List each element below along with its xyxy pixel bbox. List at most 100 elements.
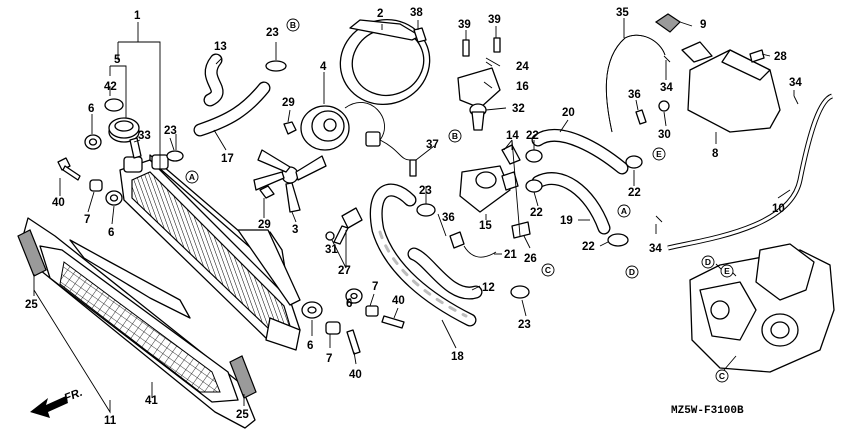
- hose-clamp-23d: [510, 285, 530, 299]
- reserve-tank-hose-35: [605, 34, 666, 133]
- svg-text:C: C: [545, 265, 551, 275]
- front-arrow-label: FR.: [63, 387, 85, 405]
- callout-16: 16: [516, 81, 529, 93]
- callout-22-c: 22: [582, 241, 595, 253]
- hose-clamp-23a: [265, 60, 287, 72]
- callout-34-a: 34: [660, 82, 673, 94]
- callout-5: 5: [114, 54, 121, 66]
- callout-33: 33: [138, 130, 151, 142]
- callout-12: 12: [482, 282, 495, 294]
- o-ring-24: [485, 57, 501, 67]
- thermo-sensor-26: [511, 221, 531, 239]
- leader-lines: [33, 18, 795, 414]
- callout-23-d: 23: [518, 319, 531, 331]
- callout-29-b: 29: [258, 219, 271, 231]
- svg-text:D: D: [705, 257, 711, 267]
- callout-26: 26: [524, 253, 537, 265]
- bolt-38: [413, 27, 427, 43]
- fan-motor: [300, 102, 411, 161]
- callout-13: 13: [214, 41, 227, 53]
- front-direction-arrow: FR.: [30, 387, 84, 418]
- radiator-hose-17: [193, 81, 271, 137]
- svg-text:E: E: [656, 149, 662, 159]
- svg-text:E: E: [724, 266, 730, 276]
- callout-21: 21: [504, 249, 517, 261]
- fan-shroud: [339, 18, 431, 106]
- hose-clamp-23b: [166, 150, 184, 162]
- fan-switch-27: [333, 207, 363, 245]
- callout-20: 20: [562, 107, 575, 119]
- svg-text:B: B: [452, 131, 458, 141]
- ref-A-2: A: [617, 204, 631, 218]
- radiator-cap: [108, 117, 140, 143]
- collar-30: [658, 100, 670, 112]
- tank-cap-9: [654, 13, 681, 33]
- radiator-lower-hose-18: [369, 183, 477, 327]
- callout-34-b: 34: [789, 77, 802, 89]
- callout-23-c: 23: [419, 185, 432, 197]
- callout-22-b: 22: [530, 207, 543, 219]
- callout-38: 38: [410, 7, 423, 19]
- svg-text:B: B: [290, 20, 296, 30]
- callout-7-c: 7: [372, 281, 378, 293]
- callout-1: 1: [134, 10, 141, 22]
- callout-34-c: 34: [649, 243, 662, 255]
- callout-25-b: 25: [236, 409, 249, 421]
- ref-E-2: E: [720, 264, 734, 278]
- callout-7-a: 7: [84, 214, 90, 226]
- grommet-6-mid: [345, 288, 363, 304]
- grommet-6-lower: [301, 301, 323, 319]
- clip-34-b: [793, 95, 799, 105]
- callout-32: 32: [512, 103, 525, 115]
- hose-clamp-22c: [625, 155, 643, 169]
- callout-42: 42: [104, 81, 117, 93]
- radiator-upper-hose-13: [203, 53, 224, 107]
- ref-C-2: C: [715, 369, 729, 383]
- radiator-core: [119, 154, 301, 351]
- callout-6-b: 6: [108, 227, 114, 239]
- grille-rubber-pad-upper: [17, 229, 47, 277]
- callout-39-a: 39: [458, 19, 471, 31]
- nut-29-lower: [259, 185, 275, 199]
- callout-10: 10: [772, 203, 785, 215]
- callout-22-a: 22: [526, 130, 539, 142]
- cap-seal-42: [104, 98, 124, 112]
- outlet-pipe-14: [501, 144, 521, 191]
- water-hose-20: [531, 129, 629, 175]
- callout-36-b: 36: [442, 212, 455, 224]
- callout-23-a: 23: [266, 27, 279, 39]
- callout-4: 4: [320, 61, 327, 73]
- callout-19: 19: [560, 215, 573, 227]
- callout-6-c: 6: [307, 340, 313, 352]
- ref-A-1: A: [185, 170, 199, 184]
- callout-28: 28: [774, 51, 787, 63]
- engine-assembly: [689, 243, 835, 373]
- callout-35: 35: [616, 7, 629, 19]
- collar-7-lower: [325, 321, 341, 335]
- o-ring-31: [325, 231, 335, 241]
- svg-text:C: C: [719, 371, 725, 381]
- collar-7-left: [89, 179, 103, 192]
- callout-30: 30: [658, 129, 671, 141]
- callout-37: 37: [426, 139, 439, 151]
- callout-8: 8: [712, 148, 719, 160]
- radiator-grille: [21, 217, 256, 429]
- nut-29-upper: [283, 121, 297, 135]
- grommet-6-left: [84, 134, 102, 150]
- svg-text:A: A: [189, 172, 195, 182]
- callout-6-a: 6: [88, 103, 94, 115]
- ref-D-2: D: [701, 255, 715, 269]
- reserve-tank: [681, 41, 781, 133]
- thermostat-32: [469, 103, 487, 131]
- cooling-fan-3: [253, 149, 327, 213]
- bolt-33: [129, 137, 142, 159]
- callout-11: 11: [104, 415, 117, 427]
- callout-7-b: 7: [326, 353, 332, 365]
- callout-40-a: 40: [52, 197, 65, 209]
- callout-14: 14: [506, 130, 519, 142]
- bolt-39-a: [462, 39, 470, 57]
- callout-23-b: 23: [164, 125, 177, 137]
- callout-27: 27: [338, 265, 351, 277]
- hose-clamp-22b: [525, 179, 543, 193]
- callout-39-b: 39: [488, 14, 501, 26]
